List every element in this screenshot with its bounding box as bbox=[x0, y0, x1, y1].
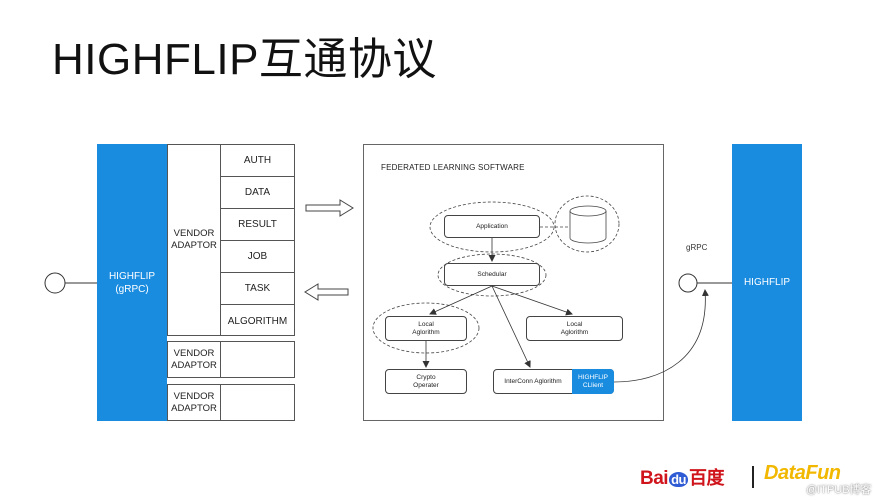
local-algorithm-left-label: Local Aglorithm bbox=[412, 320, 440, 336]
logo-divider bbox=[752, 466, 754, 488]
vendor-adaptor-2-slot bbox=[220, 341, 295, 378]
grpc-label: gRPC bbox=[686, 243, 708, 252]
page-title: HIGHFLIP互通协议 bbox=[52, 35, 437, 84]
arrow-right-icon bbox=[305, 199, 354, 217]
vendor-adaptor-3: VENDOR ADAPTOR bbox=[167, 384, 220, 421]
item-algorithm: ALGORITHM bbox=[227, 315, 288, 327]
vendor-adaptor-3-label: VENDOR ADAPTOR bbox=[171, 390, 217, 414]
crypto-operater-node: Crypto Operater bbox=[385, 369, 467, 394]
item-job: JOB bbox=[221, 241, 294, 273]
arrow-left-icon bbox=[304, 283, 349, 301]
baidu-paw-icon: du bbox=[669, 472, 688, 487]
item-result: RESULT bbox=[221, 209, 294, 241]
application-node: Application bbox=[444, 215, 540, 238]
database-ellipse bbox=[554, 195, 620, 253]
vendor-adaptor-main: VENDOR ADAPTOR bbox=[167, 144, 220, 336]
highflip-right-label: HIGHFLIP bbox=[743, 277, 791, 288]
baidu-cn-text: 百度 bbox=[688, 468, 725, 488]
vendor-adaptor-label: VENDOR ADAPTOR bbox=[171, 228, 217, 251]
vendor-adaptor-3-slot bbox=[220, 384, 295, 421]
local-algorithm-right-node: Local Aglorithm bbox=[526, 316, 623, 341]
item-task: TASK bbox=[221, 273, 294, 305]
highflip-right-block: HIGHFLIP bbox=[732, 144, 802, 421]
highflip-grpc-block: HIGHFLIP (gRPC) bbox=[97, 144, 167, 421]
highflip-label: HIGHFLIP bbox=[108, 270, 156, 282]
schedular-node: Schedular bbox=[444, 263, 540, 286]
watermark: @ITPUB博客 bbox=[806, 484, 872, 496]
vendor-adaptor-2: VENDOR ADAPTOR bbox=[167, 341, 220, 378]
local-algorithm-ellipse bbox=[372, 302, 480, 354]
highflip-client-node: HIGHFLIP CLlient bbox=[572, 369, 614, 394]
left-interface-icon bbox=[44, 272, 97, 294]
item-data: DATA bbox=[221, 177, 294, 209]
interconn-algorithm-label: InterConn Aglorithm bbox=[504, 377, 562, 385]
fls-title: FEDERATED LEARNING SOFTWARE bbox=[381, 163, 525, 172]
baidu-logo-text: Bai bbox=[640, 468, 669, 489]
item-auth: AUTH bbox=[221, 145, 294, 177]
database-cylinder-icon bbox=[569, 205, 607, 244]
local-algorithm-left-node: Local Aglorithm bbox=[385, 316, 467, 341]
crypto-operater-label: Crypto Operater bbox=[413, 373, 439, 389]
adaptor-item-list: AUTH DATA RESULT JOB TASK ALGORITHM bbox=[220, 144, 295, 336]
right-interface-icon bbox=[678, 273, 732, 293]
highflip-client-label: HIGHFLIP CLlient bbox=[578, 373, 608, 389]
highflip-grpc-label: (gRPC) bbox=[115, 283, 149, 295]
local-algorithm-right-label: Local Aglorithm bbox=[560, 320, 589, 336]
application-label: Application bbox=[476, 222, 508, 230]
schedular-label: Schedular bbox=[477, 270, 507, 278]
datafun-logo: DataFun bbox=[764, 462, 841, 484]
vendor-adaptor-2-label: VENDOR ADAPTOR bbox=[171, 347, 217, 371]
